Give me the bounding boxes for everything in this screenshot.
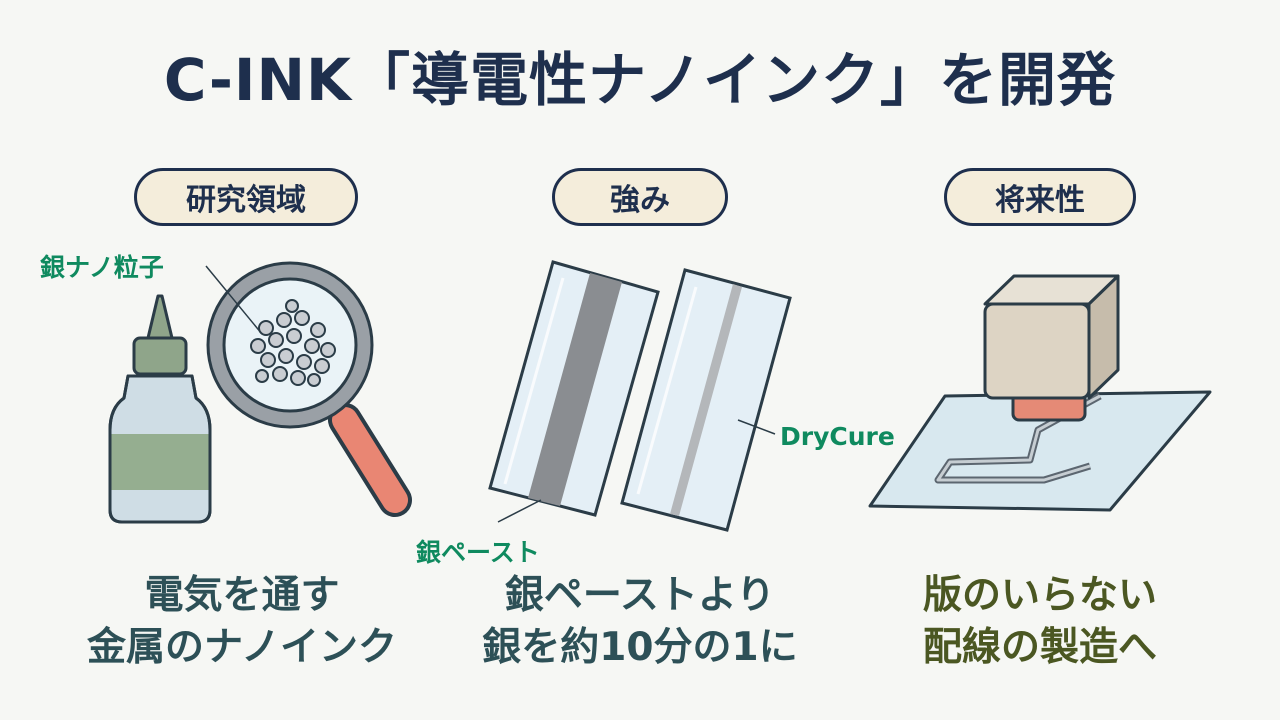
film-sheet-icon [488,260,660,517]
caption-line: 電気を通す [144,573,340,618]
caption-line: 配線の製造へ [922,625,1157,670]
printer-head-icon [868,274,1212,512]
caption-research: 電気を通す 金属のナノインク [42,570,442,674]
nanoparticle-cluster [250,299,336,387]
section-label-future: 将来性 [944,168,1136,226]
section-label-research: 研究領域 [134,168,358,226]
callout-drycure: DryCure [780,422,895,451]
caption-line: 銀を約10分の1に [482,625,798,670]
section-label-strength: 強み [552,168,728,226]
caption-strength: 銀ペーストより 銀を約10分の1に [440,570,840,674]
caption-line: 金属のナノインク [86,625,398,670]
page-title: C-INK「導電性ナノインク」を開発 [163,46,1117,114]
callout-silver-nanoparticles: 銀ナノ粒子 [40,253,164,282]
ink-bottle-icon [108,294,212,524]
caption-line: 版のいらない [922,573,1157,618]
callout-silver-paste: 銀ペースト [416,538,540,567]
film-sheet-icon [620,268,792,532]
caption-line: 銀ペーストより [504,573,776,618]
magnifier-icon [205,261,412,517]
caption-future: 版のいらない 配線の製造へ [840,570,1240,674]
